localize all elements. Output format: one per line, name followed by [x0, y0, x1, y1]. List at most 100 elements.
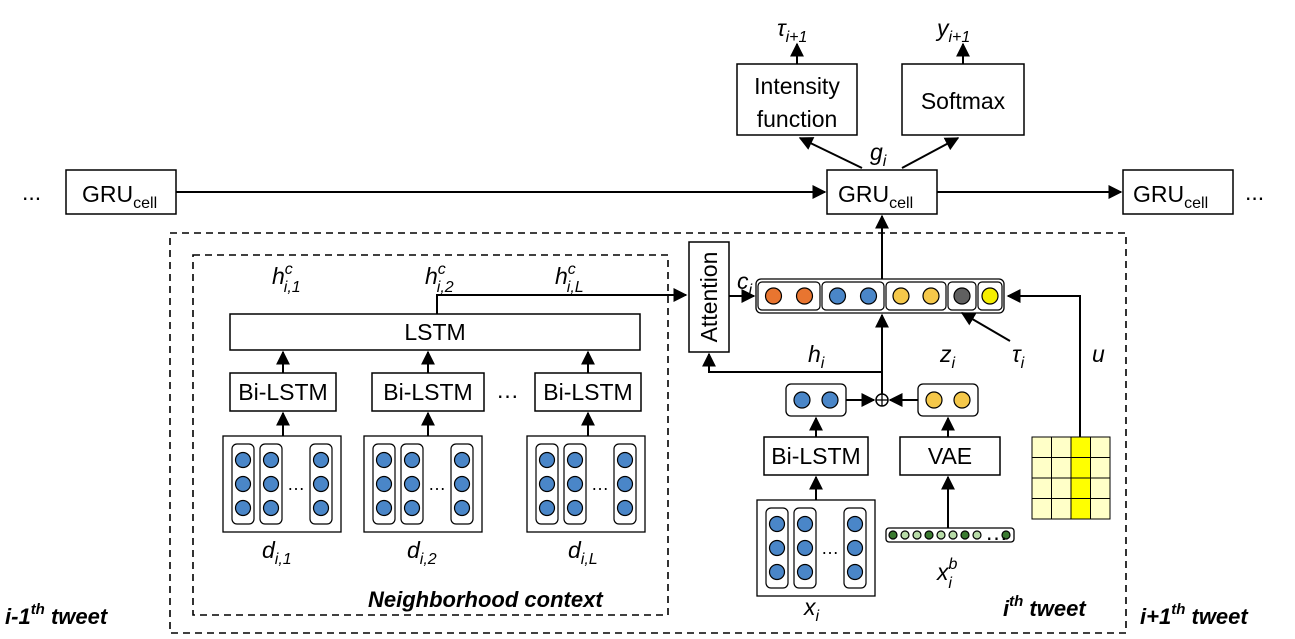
x-i-node [796, 515, 814, 533]
doc-L-node [566, 475, 584, 493]
arrow-hc2-to-attention [436, 288, 688, 314]
bilstm-current-label: Bi-LSTM [771, 443, 860, 469]
doc-1-node [234, 499, 252, 517]
bilstm-box-L [534, 372, 642, 412]
gru-cell-next-label: GRUcell [1133, 181, 1208, 212]
doc-2-node [375, 499, 393, 517]
z-node [925, 391, 943, 409]
right-ellipsis: ... [1245, 179, 1264, 205]
user-embedding-matrix [1031, 436, 1111, 520]
doc-2-node [403, 499, 421, 517]
z-i-vector-nodes [925, 391, 971, 409]
user-grid-cell [1051, 457, 1072, 479]
x-b-ellipsis: … [985, 519, 1008, 545]
arrow-h-to-attention [702, 352, 882, 373]
x-i-node [768, 539, 786, 557]
user-grid-cell [1051, 477, 1072, 499]
x-b-node [1001, 530, 1011, 540]
doc-L-node [538, 451, 556, 469]
user-grid-cell [1070, 436, 1091, 458]
concat-node [828, 287, 847, 305]
x-b-node [912, 530, 922, 540]
ith-tweet-label: ith tweet [1003, 593, 1087, 621]
vae-label: VAE [928, 443, 972, 469]
doc-L-node [616, 499, 634, 517]
h-node [793, 391, 811, 409]
user-grid-cell [1031, 498, 1052, 520]
doc-2-node [453, 475, 471, 493]
x-b-vector-nodes [888, 530, 1011, 540]
arrow-u-to-concat [1006, 289, 1081, 437]
neighborhood-context-label: Neighborhood context [368, 587, 604, 612]
x-b-node [900, 530, 910, 540]
softmax-box [901, 63, 1025, 136]
bilstm-box-2 [371, 372, 485, 412]
attention-label: Attention [696, 252, 722, 343]
doc-1-node [262, 499, 280, 517]
neighbor-documents: ……… [222, 435, 646, 533]
doc-1-node [262, 475, 280, 493]
x-i-node [768, 563, 786, 581]
arrow-g-to-softmax [901, 137, 960, 169]
doc-L-node [566, 451, 584, 469]
doc-2-node [403, 451, 421, 469]
lstm-box [229, 313, 641, 351]
x-b-node [936, 530, 946, 540]
x-i-ellipsis: … [821, 538, 839, 558]
doc-1-node [312, 475, 330, 493]
doc-1-node [234, 475, 252, 493]
doc-L-node [616, 475, 634, 493]
vae-box [899, 436, 1001, 476]
left-ellipsis: ... [22, 179, 41, 205]
x-b-node [948, 530, 958, 540]
user-grid-cell [1070, 498, 1091, 520]
user-grid-cell [1090, 457, 1111, 479]
doc-L-node [616, 451, 634, 469]
u-label: u [1092, 341, 1105, 367]
concat-vector-groups [757, 281, 1003, 311]
doc-L-ellipsis: … [591, 474, 609, 494]
bilstm-ellipsis: … [496, 377, 519, 403]
h-i-label: hi [808, 341, 825, 372]
doc-2-node [375, 451, 393, 469]
user-grid-cell [1051, 498, 1072, 520]
ith-tweet-region [169, 232, 1127, 634]
concat-node [892, 287, 910, 305]
softmax-label: Softmax [921, 88, 1006, 114]
concat-node [795, 287, 814, 305]
tau-i-label: τi [1012, 341, 1025, 372]
concat-node [859, 287, 878, 305]
x-i-node [846, 563, 864, 581]
prev-tweet-label: i-1th tweet [5, 601, 109, 629]
doc-1-node [234, 451, 252, 469]
x-i-label: xi [803, 594, 820, 625]
d-2-label: di,2 [407, 537, 437, 568]
x-b-node [924, 530, 934, 540]
x-b-node [972, 530, 982, 540]
doc-1-node [312, 499, 330, 517]
d-1-label: di,1 [262, 537, 292, 568]
gru-cell-next [1122, 169, 1234, 215]
x-b-node [888, 530, 898, 540]
x-i-node [796, 539, 814, 557]
arrow-tau-to-concat [960, 312, 1011, 342]
user-grid-cell [1090, 498, 1111, 520]
z-node [953, 391, 971, 409]
doc-2-node [453, 499, 471, 517]
user-grid-cell [1090, 477, 1111, 499]
bilstm-1-label: Bi-LSTM [238, 379, 327, 405]
tau-next-label: τi+1 [777, 15, 807, 46]
doc-2-node [453, 451, 471, 469]
x-i-matrix: … [756, 499, 876, 597]
doc-L-node [538, 499, 556, 517]
x-i-node [846, 515, 864, 533]
z-i-label: zi [939, 341, 956, 372]
user-grid-cell [1031, 457, 1052, 479]
attention-box [688, 241, 730, 353]
doc-L-node [538, 475, 556, 493]
doc-L-node [566, 499, 584, 517]
intensity-function-box [736, 63, 858, 136]
h-node [821, 391, 839, 409]
x-i-node [768, 515, 786, 533]
